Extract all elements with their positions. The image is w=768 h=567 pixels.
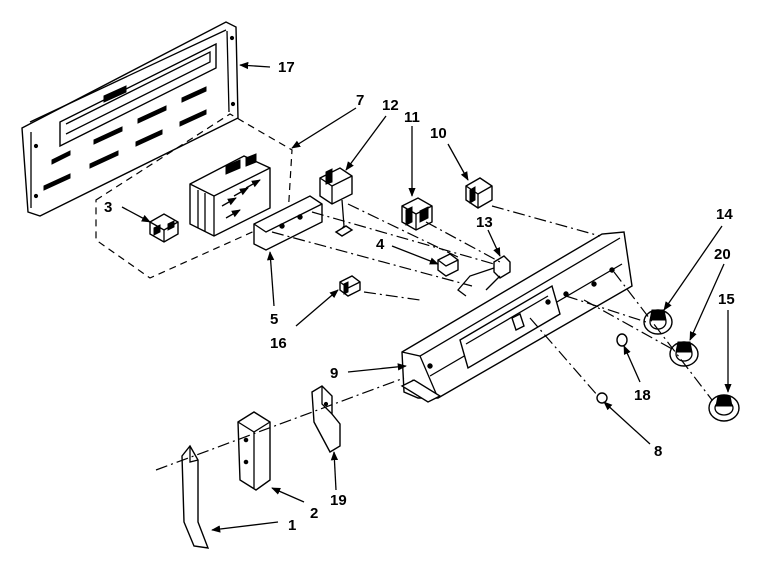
assembly-lines bbox=[155, 203, 713, 471]
washer-18 bbox=[616, 333, 628, 347]
clip-part-16 bbox=[339, 275, 361, 297]
label-10: 10 bbox=[430, 125, 447, 142]
label-20: 20 bbox=[714, 246, 731, 263]
label-12: 12 bbox=[382, 97, 399, 114]
label-13: 13 bbox=[476, 214, 493, 231]
knob-15 bbox=[708, 394, 740, 422]
wire-connector-13 bbox=[457, 255, 511, 297]
label-4: 4 bbox=[376, 236, 385, 253]
label-7: 7 bbox=[356, 92, 364, 109]
clip-part-3 bbox=[149, 213, 179, 243]
group-outline-7 bbox=[95, 113, 293, 279]
label-5: 5 bbox=[270, 311, 278, 328]
nut-8 bbox=[596, 392, 608, 404]
switch-part-10 bbox=[465, 177, 493, 209]
label-18: 18 bbox=[634, 387, 651, 404]
label-3: 3 bbox=[104, 199, 112, 216]
terminal-part-4 bbox=[437, 253, 459, 277]
label-8: 8 bbox=[654, 443, 662, 460]
switch-part-11 bbox=[401, 197, 433, 231]
knob-20 bbox=[669, 341, 699, 367]
knob-14 bbox=[643, 309, 673, 335]
leader-arrows bbox=[121, 61, 732, 533]
label-1: 1 bbox=[288, 517, 296, 534]
label-19: 19 bbox=[330, 492, 347, 509]
label-9: 9 bbox=[330, 365, 338, 382]
back-panel-17 bbox=[21, 21, 239, 217]
switch-housing bbox=[189, 153, 271, 237]
label-17: 17 bbox=[278, 59, 295, 76]
switch-part-12 bbox=[319, 167, 354, 237]
end-bracket-19 bbox=[311, 385, 341, 453]
part-labels: 17 7 12 11 10 3 13 4 14 20 15 5 16 9 18 … bbox=[104, 59, 735, 534]
label-11: 11 bbox=[404, 109, 420, 126]
label-16: 16 bbox=[270, 335, 287, 352]
label-2: 2 bbox=[310, 505, 318, 522]
bracket-2 bbox=[237, 411, 271, 491]
end-cap-1 bbox=[181, 444, 210, 549]
label-14: 14 bbox=[716, 206, 733, 223]
control-panel-9 bbox=[400, 231, 633, 403]
label-15: 15 bbox=[718, 291, 735, 308]
bracket-plate-5 bbox=[253, 195, 323, 251]
